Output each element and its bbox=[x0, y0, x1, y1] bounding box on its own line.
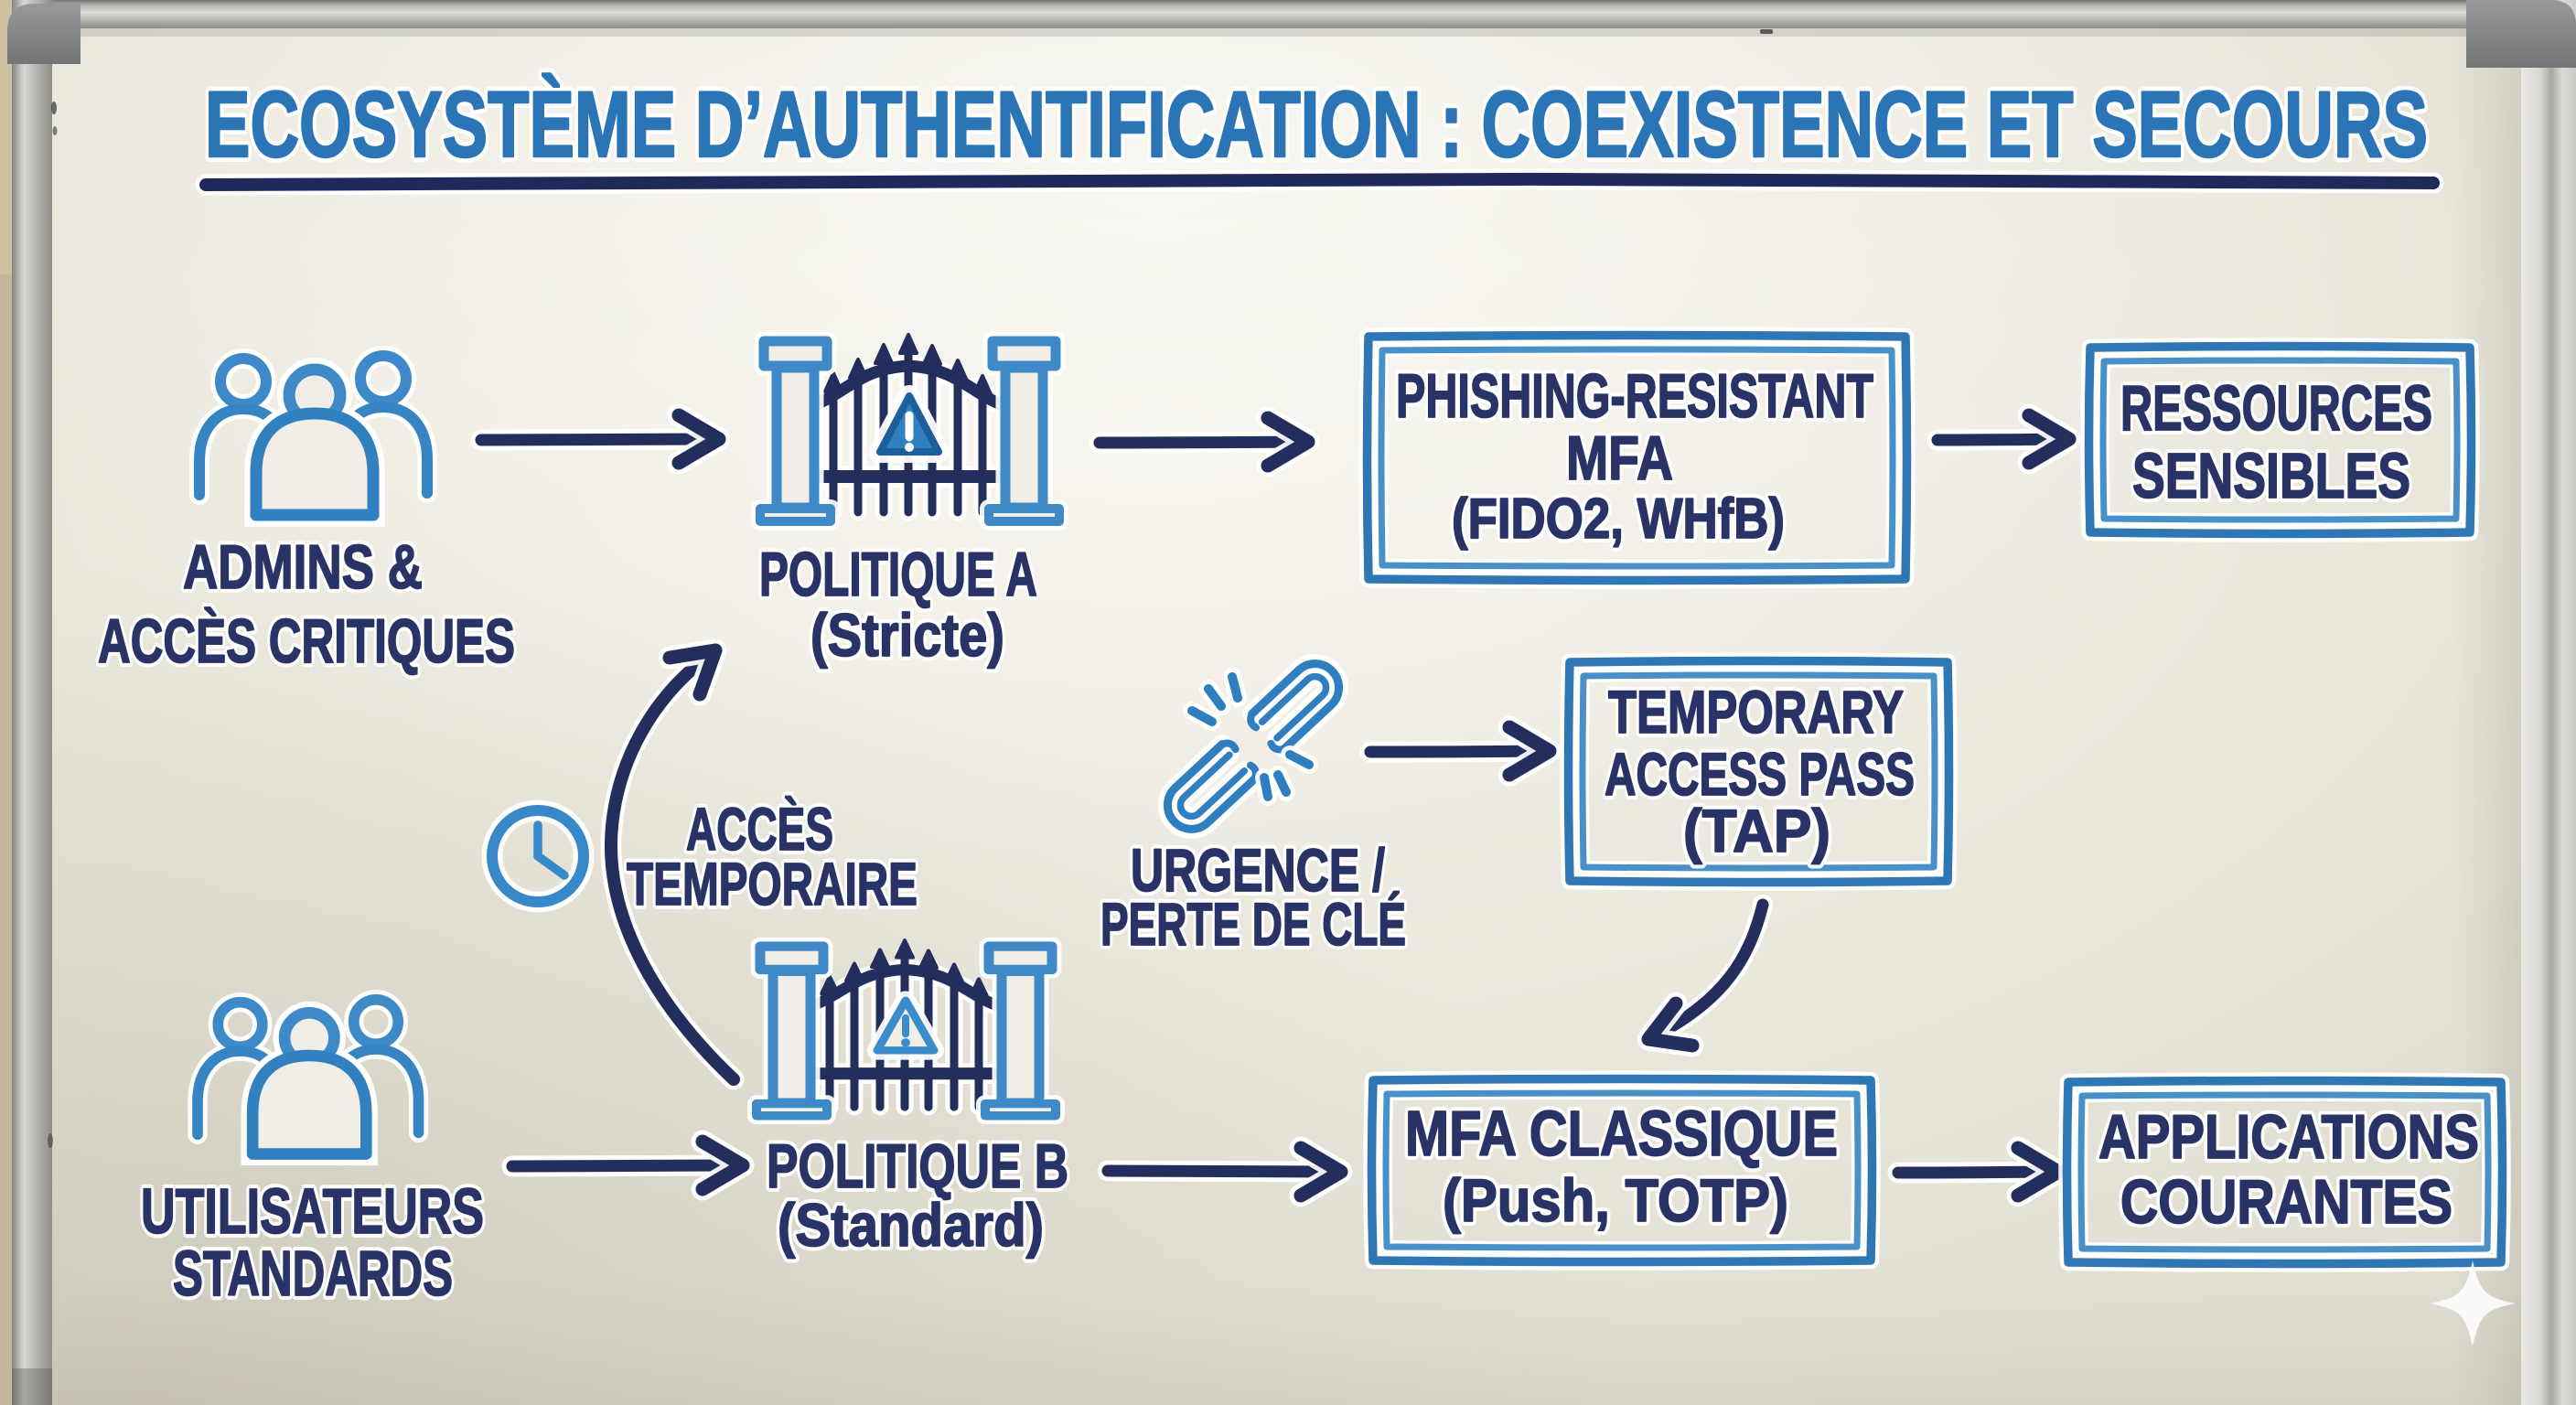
svg-text:STANDARDS: STANDARDS bbox=[173, 1238, 453, 1309]
svg-text:ADMINS &: ADMINS & bbox=[183, 532, 423, 602]
svg-text:(FIDO2, WHfB): (FIDO2, WHfB) bbox=[1452, 488, 1785, 551]
svg-text:UTILISATEURS: UTILISATEURS bbox=[141, 1175, 484, 1247]
svg-text:ADMINS &: ADMINS & bbox=[183, 532, 423, 602]
svg-text:COURANTES: COURANTES bbox=[2120, 1167, 2453, 1237]
svg-text:ECOSYSTÈME D’AUTHENTIFICATION: ECOSYSTÈME D’AUTHENTIFICATION : COEXISTE… bbox=[205, 72, 2428, 177]
svg-text:TEMPORARY: TEMPORARY bbox=[1608, 678, 1904, 745]
svg-text:(FIDO2, WHfB): (FIDO2, WHfB) bbox=[1452, 488, 1785, 551]
svg-text:(Standard): (Standard) bbox=[778, 1191, 1044, 1259]
svg-text:ACCÈS CRITIQUES: ACCÈS CRITIQUES bbox=[98, 606, 515, 676]
svg-text:PHISHING-RESISTANT: PHISHING-RESISTANT bbox=[1396, 361, 1873, 431]
svg-text:URGENCE /: URGENCE / bbox=[1131, 836, 1385, 904]
svg-text:POLITIQUE B: POLITIQUE B bbox=[767, 1132, 1068, 1201]
svg-text:POLITIQUE A: POLITIQUE A bbox=[759, 540, 1037, 609]
svg-text:MFA CLASSIQUE: MFA CLASSIQUE bbox=[1405, 1098, 1838, 1169]
svg-text:(TAP): (TAP) bbox=[1683, 797, 1830, 864]
svg-text:ACCESS PASS: ACCESS PASS bbox=[1605, 740, 1915, 808]
svg-text:(TAP): (TAP) bbox=[1683, 797, 1830, 864]
svg-text:URGENCE /: URGENCE / bbox=[1131, 836, 1385, 904]
svg-text:TEMPORARY: TEMPORARY bbox=[1608, 678, 1904, 745]
svg-text:(Standard): (Standard) bbox=[778, 1191, 1044, 1259]
svg-text:POLITIQUE A: POLITIQUE A bbox=[759, 540, 1037, 609]
svg-text:SENSIBLES: SENSIBLES bbox=[2132, 440, 2410, 511]
svg-text:PHISHING-RESISTANT: PHISHING-RESISTANT bbox=[1396, 361, 1873, 431]
svg-text:RESSOURCES: RESSOURCES bbox=[2120, 372, 2432, 444]
svg-text:(Push, TOTP): (Push, TOTP) bbox=[1443, 1166, 1788, 1234]
svg-text:STANDARDS: STANDARDS bbox=[173, 1238, 453, 1309]
svg-text:MFA: MFA bbox=[1566, 424, 1673, 493]
svg-text:SENSIBLES: SENSIBLES bbox=[2132, 440, 2410, 511]
svg-text:MFA CLASSIQUE: MFA CLASSIQUE bbox=[1405, 1098, 1838, 1169]
svg-text:PERTE DE CLÉ: PERTE DE CLÉ bbox=[1100, 890, 1406, 958]
svg-text:APPLICATIONS: APPLICATIONS bbox=[2098, 1102, 2479, 1172]
svg-text:PERTE DE CLÉ: PERTE DE CLÉ bbox=[1100, 890, 1406, 958]
svg-text:ACCESS PASS: ACCESS PASS bbox=[1605, 740, 1915, 808]
svg-text:COURANTES: COURANTES bbox=[2120, 1167, 2453, 1237]
svg-text:(Stricte): (Stricte) bbox=[810, 601, 1004, 669]
svg-text:(Push, TOTP): (Push, TOTP) bbox=[1443, 1166, 1788, 1234]
svg-text:TEMPORAIRE: TEMPORAIRE bbox=[627, 850, 918, 917]
svg-text:APPLICATIONS: APPLICATIONS bbox=[2098, 1102, 2479, 1172]
svg-text:MFA: MFA bbox=[1566, 424, 1673, 493]
svg-text:TEMPORAIRE: TEMPORAIRE bbox=[627, 850, 918, 917]
svg-text:(Stricte): (Stricte) bbox=[810, 601, 1004, 669]
svg-text:UTILISATEURS: UTILISATEURS bbox=[141, 1175, 484, 1247]
svg-text:POLITIQUE B: POLITIQUE B bbox=[767, 1132, 1068, 1201]
svg-text:ACCÈS CRITIQUES: ACCÈS CRITIQUES bbox=[98, 606, 515, 676]
svg-text:ACCÈS: ACCÈS bbox=[686, 795, 833, 863]
svg-text:ECOSYSTÈME D’AUTHENTIFICATION: ECOSYSTÈME D’AUTHENTIFICATION : COEXISTE… bbox=[205, 72, 2428, 177]
svg-text:RESSOURCES: RESSOURCES bbox=[2120, 372, 2432, 444]
svg-text:ACCÈS: ACCÈS bbox=[686, 795, 833, 863]
